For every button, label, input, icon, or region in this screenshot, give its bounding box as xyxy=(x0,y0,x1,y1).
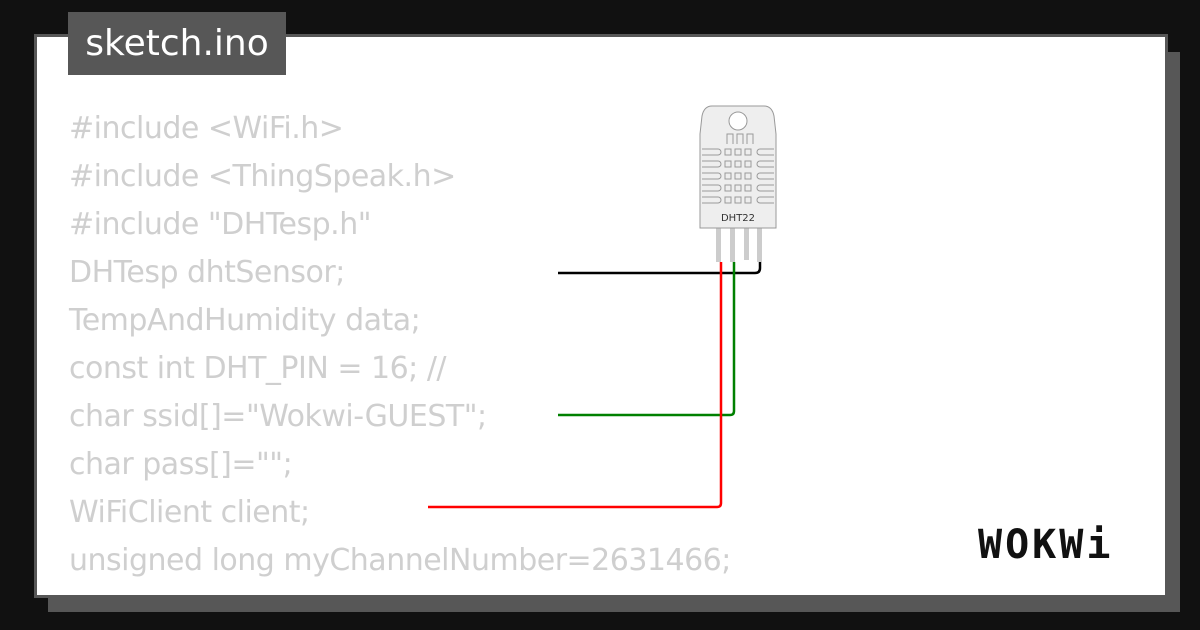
code-line: TempAndHumidity data; xyxy=(69,303,421,338)
code-line: DHTesp dhtSensor; xyxy=(69,255,345,290)
dht22-sensor: DHT22 xyxy=(699,105,777,262)
code-line: const char * myWriteAPIKey = "RYNFL44DIM… xyxy=(69,585,854,595)
preview-card: #include <WiFi.h> #include <ThingSpeak.h… xyxy=(34,34,1168,598)
code-line: #include <ThingSpeak.h> xyxy=(69,159,456,194)
code-line: unsigned long myChannelNumber=2631466; xyxy=(69,543,731,578)
code-line: #include "DHTesp.h" xyxy=(69,207,372,242)
code-line: #include <WiFi.h> xyxy=(69,111,344,146)
wire-black xyxy=(558,262,762,275)
sensor-label: DHT22 xyxy=(721,213,755,224)
wire-green xyxy=(558,262,736,417)
file-title: sketch.ino xyxy=(68,12,286,75)
code-line: char ssid[]="Wokwi-GUEST"; xyxy=(69,399,487,434)
wokwi-logo: WOKWi xyxy=(978,522,1114,568)
code-line: WiFiClient client; xyxy=(69,495,310,530)
code-preview: #include <WiFi.h> #include <ThingSpeak.h… xyxy=(69,105,854,595)
code-line: const int DHT_PIN = 16; // xyxy=(69,351,447,386)
wire-red xyxy=(428,262,723,509)
code-line: char pass[]=""; xyxy=(69,447,293,482)
